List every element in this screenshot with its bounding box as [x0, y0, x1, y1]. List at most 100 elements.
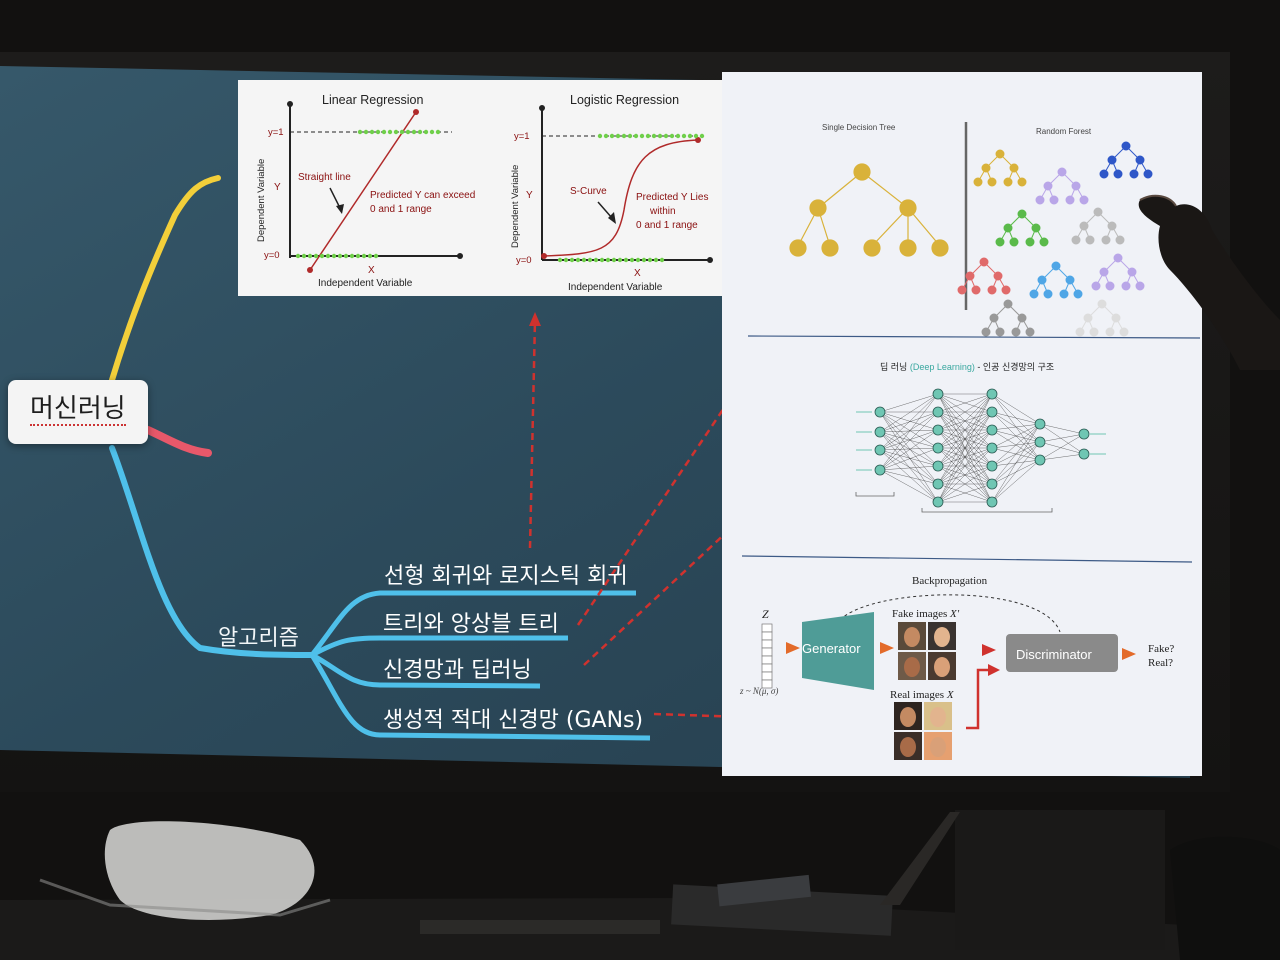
svg-text:X: X [634, 268, 641, 279]
data-point [399, 129, 405, 135]
svg-text:Fake images X′: Fake images X′ [892, 608, 960, 620]
forest-tree [957, 257, 1011, 295]
data-point [349, 253, 355, 259]
data-point [663, 133, 669, 139]
nn-node [932, 460, 944, 472]
data-point [699, 133, 705, 139]
neural-network [855, 388, 1106, 513]
backprop-label: Backpropagation [912, 575, 988, 587]
fake-image-grid [898, 622, 956, 680]
red-branch [144, 426, 212, 457]
branch-regression[interactable]: 선형 회귀와 로지스틱 회귀 [384, 564, 628, 589]
nn-node [986, 406, 998, 418]
data-point [629, 257, 635, 263]
svg-text:Predicted Y can exceed: Predicted Y can exceed [370, 190, 475, 201]
data-point [659, 257, 665, 263]
data-point [375, 129, 381, 135]
data-point [575, 257, 581, 263]
data-point [429, 129, 435, 135]
nn-node [932, 478, 944, 490]
data-point [361, 253, 367, 259]
plastic-bag [104, 821, 315, 920]
real-image-grid [894, 702, 952, 760]
svg-text:Z: Z [762, 607, 769, 621]
single-decision-tree [789, 163, 949, 257]
svg-text:0 and 1 range: 0 and 1 range [636, 220, 698, 231]
nn-node [932, 388, 944, 400]
nn-node [986, 478, 998, 490]
root-node[interactable]: 머신러닝 [8, 380, 148, 444]
data-point [393, 129, 399, 135]
data-point [357, 129, 363, 135]
deep-learning-title: 딥 러닝 (Deep Learning) - 인공 신경망의 구조 [880, 361, 1054, 372]
arrow-to-regression [528, 319, 537, 549]
data-point [405, 129, 411, 135]
data-point [657, 133, 663, 139]
nn-node [986, 442, 998, 454]
nn-node [1034, 454, 1046, 466]
branch-deep-learning[interactable]: 신경망과 딥러닝 [383, 658, 532, 683]
data-point [693, 133, 699, 139]
nn-node [1034, 418, 1046, 430]
data-point [387, 129, 393, 135]
svg-text:Generator: Generator [802, 641, 861, 656]
data-point [313, 253, 319, 259]
data-point [343, 253, 349, 259]
forest-tree [1099, 141, 1153, 179]
data-point [609, 133, 615, 139]
forest-tree [981, 299, 1035, 337]
nn-node [932, 496, 944, 508]
data-point [337, 253, 343, 259]
presenter-hand [1138, 194, 1280, 370]
svg-text:Real images X: Real images X [890, 689, 955, 701]
data-point [423, 129, 429, 135]
right-panel-figure: Single Decision Tree Random Forest 딥 러닝 … [739, 122, 1201, 760]
data-point [367, 253, 373, 259]
data-point [633, 133, 639, 139]
data-point [411, 129, 417, 135]
branch-gan[interactable]: 생성적 적대 신경망 (GANs) [383, 708, 644, 733]
cardboard-box [955, 810, 1165, 950]
svg-text:y=1: y=1 [268, 127, 284, 138]
data-point [627, 133, 633, 139]
data-point [617, 257, 623, 263]
data-point [621, 133, 627, 139]
arrow-z-gen [786, 642, 800, 654]
forest-tree [995, 209, 1049, 247]
data-point [681, 133, 687, 139]
logistic-title: Logistic Regression [570, 93, 679, 107]
discriminator-block [1006, 634, 1118, 672]
data-point [301, 253, 307, 259]
nn-node [874, 406, 886, 418]
forest-tree [1091, 253, 1145, 291]
svg-text:Real?: Real? [1148, 657, 1173, 669]
nn-node [986, 460, 998, 472]
svg-text:y=0: y=0 [264, 250, 280, 261]
data-point [651, 133, 657, 139]
small-device [717, 874, 811, 907]
data-point [593, 257, 599, 263]
svg-text:Straight line: Straight line [298, 172, 351, 183]
data-point [369, 129, 375, 135]
data-point [641, 257, 647, 263]
nn-node [1034, 436, 1046, 448]
right-slide-panel: Single Decision Tree Random Forest 딥 러닝 … [722, 72, 1202, 776]
svg-text:Y: Y [526, 190, 533, 201]
svg-text:within: within [649, 206, 676, 217]
nn-node [932, 406, 944, 418]
data-point [381, 129, 387, 135]
svg-text:Dependent Variable: Dependent Variable [256, 159, 267, 242]
data-point [569, 257, 575, 263]
nn-node [874, 444, 886, 456]
person-shoulder [1170, 836, 1280, 960]
branch-trees[interactable]: 트리와 앙상블 트리 [383, 612, 559, 637]
nn-node [874, 464, 886, 476]
nn-node [1078, 428, 1090, 440]
data-point [597, 133, 603, 139]
data-point [587, 257, 593, 263]
data-point [669, 133, 675, 139]
data-point [653, 257, 659, 263]
forest-tree [1029, 261, 1083, 299]
svg-text:Predicted Y Lies: Predicted Y Lies [636, 192, 708, 203]
nn-node [986, 424, 998, 436]
